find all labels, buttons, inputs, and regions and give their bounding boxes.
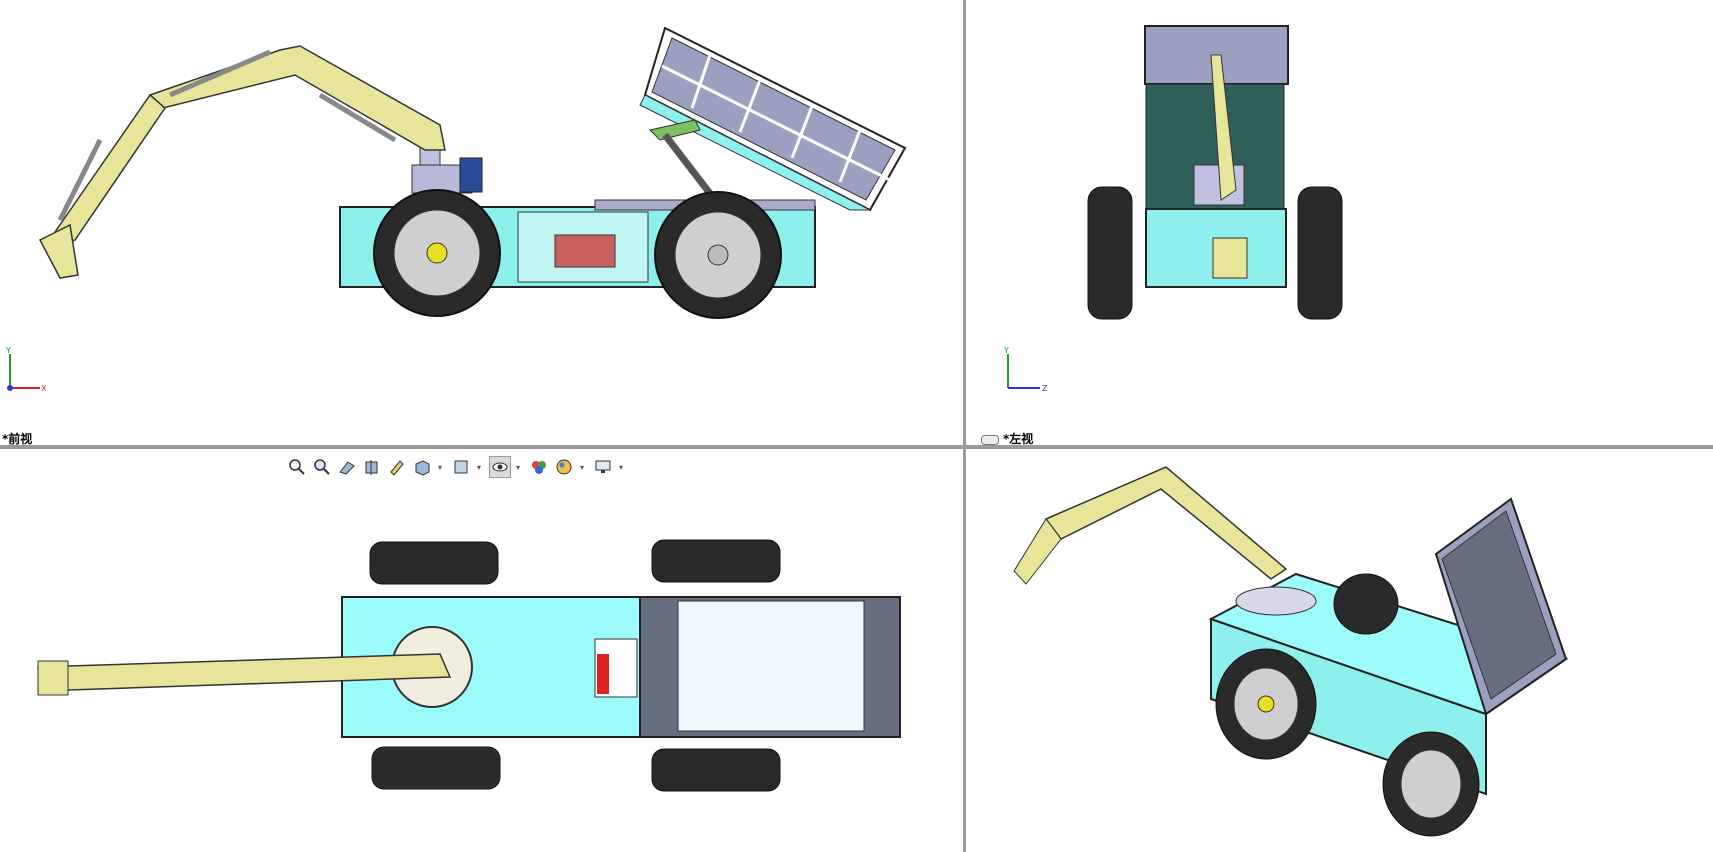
arm-side [1210,54,1237,201]
hide-show-items-dropdown[interactable]: ▾ [515,462,520,472]
right-tire [1297,186,1343,320]
front-view-model [38,26,907,319]
arm-iso [1044,466,1288,580]
lift-bracket [649,119,701,141]
display-style-icon[interactable] [450,456,472,478]
bin-floor [677,600,865,732]
link-view-icon[interactable] [981,434,999,445]
viewport-splitter-vertical[interactable] [963,0,966,852]
excavator-arm [38,45,483,279]
tire-top-rl [651,539,781,583]
view-orientation-icon[interactable] [411,456,433,478]
left-view-model [1087,25,1343,320]
viewport-left[interactable]: Y Z *左视 [966,0,1713,445]
section-view-icon[interactable] [361,456,383,478]
tire-top-rr [651,748,781,792]
apply-scene-dropdown[interactable]: ▾ [579,462,584,472]
svg-text:X: X [41,384,47,392]
turret-iso [1235,586,1317,616]
axis-triad-left: Y Z [1003,346,1048,392]
viewport-iso[interactable] [966,449,1713,852]
zoom-to-fit-icon[interactable] [286,456,308,478]
dynamic-annotation-icon[interactable] [386,456,408,478]
iso-view-model [1013,466,1569,837]
rear-wheel [654,191,782,319]
apply-scene-icon[interactable] [553,456,575,478]
svg-text:Y: Y [5,346,11,355]
axis-triad-front: Y X [5,346,47,392]
bucket-iso [1013,518,1062,585]
view-label-left: *左视 [981,430,1033,445]
wheel-iso-far [1333,573,1399,635]
left-tire [1087,186,1133,320]
view-label-left-text: *左视 [1003,432,1034,445]
zoom-to-area-icon[interactable] [311,456,333,478]
bucket [1212,237,1248,279]
front-wheel [373,189,501,317]
tire-top-fl [369,541,499,585]
display-style-dropdown[interactable]: ▾ [476,462,481,472]
bucket-top [37,660,69,696]
hide-show-items-icon[interactable] [489,456,511,478]
previous-view-icon[interactable] [336,456,358,478]
viewport-front[interactable]: Y X *前视 [0,0,963,445]
view-orientation-dropdown[interactable]: ▾ [437,462,442,472]
edit-appearance-icon[interactable] [528,456,550,478]
svg-text:Y: Y [1003,346,1009,355]
view-settings-dropdown[interactable]: ▾ [618,462,623,472]
heads-up-view-toolbar: ▾ ▾ ▾ ▾ ▾ [286,455,631,479]
lift-cylinder [662,132,718,203]
viewport-top[interactable] [0,449,963,852]
svg-text:Z: Z [1042,384,1048,392]
top-view-model [37,539,901,792]
view-label-front: *前视 [2,432,33,445]
tire-top-fr [371,746,501,790]
dump-bin [639,26,907,212]
view-settings-icon[interactable] [592,456,614,478]
viewport-splitter-horizontal[interactable] [0,445,1713,449]
red-indicator [597,654,609,694]
bin-iso-inner [1441,510,1557,700]
